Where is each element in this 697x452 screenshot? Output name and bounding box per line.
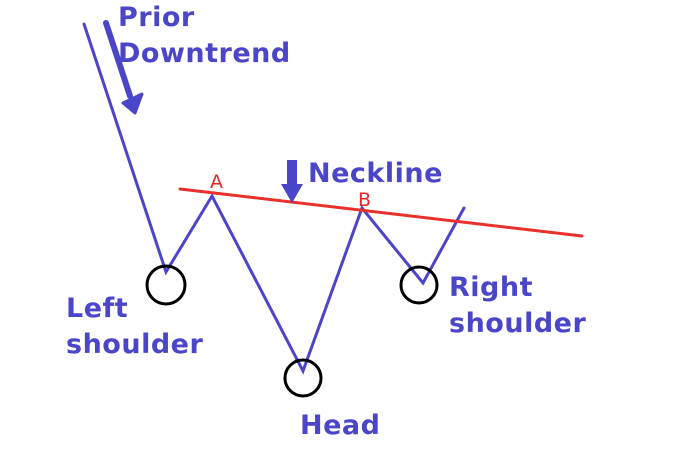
left-shoulder-label-line2: shoulder [66, 329, 204, 360]
neckline-line [178, 187, 584, 238]
right-shoulder-marker [399, 265, 439, 305]
prior-downtrend-label-line1: Prior [118, 2, 195, 33]
head-marker [283, 358, 323, 398]
price-path [82, 22, 466, 375]
left-shoulder-label-line1: Left [66, 293, 129, 324]
head-label: Head [300, 410, 381, 441]
right-shoulder-label-line1: Right [449, 272, 534, 303]
point-a-label: A [210, 171, 223, 193]
point-b-label: B [358, 189, 372, 211]
down-arrow-icon [281, 160, 303, 203]
left-shoulder-marker [145, 264, 187, 306]
prior-downtrend-label-line2: Downtrend [118, 38, 291, 69]
neckline-label: Neckline [308, 158, 443, 189]
down-arrow-icon [103, 20, 144, 115]
right-shoulder-label-line2: shoulder [449, 308, 587, 339]
